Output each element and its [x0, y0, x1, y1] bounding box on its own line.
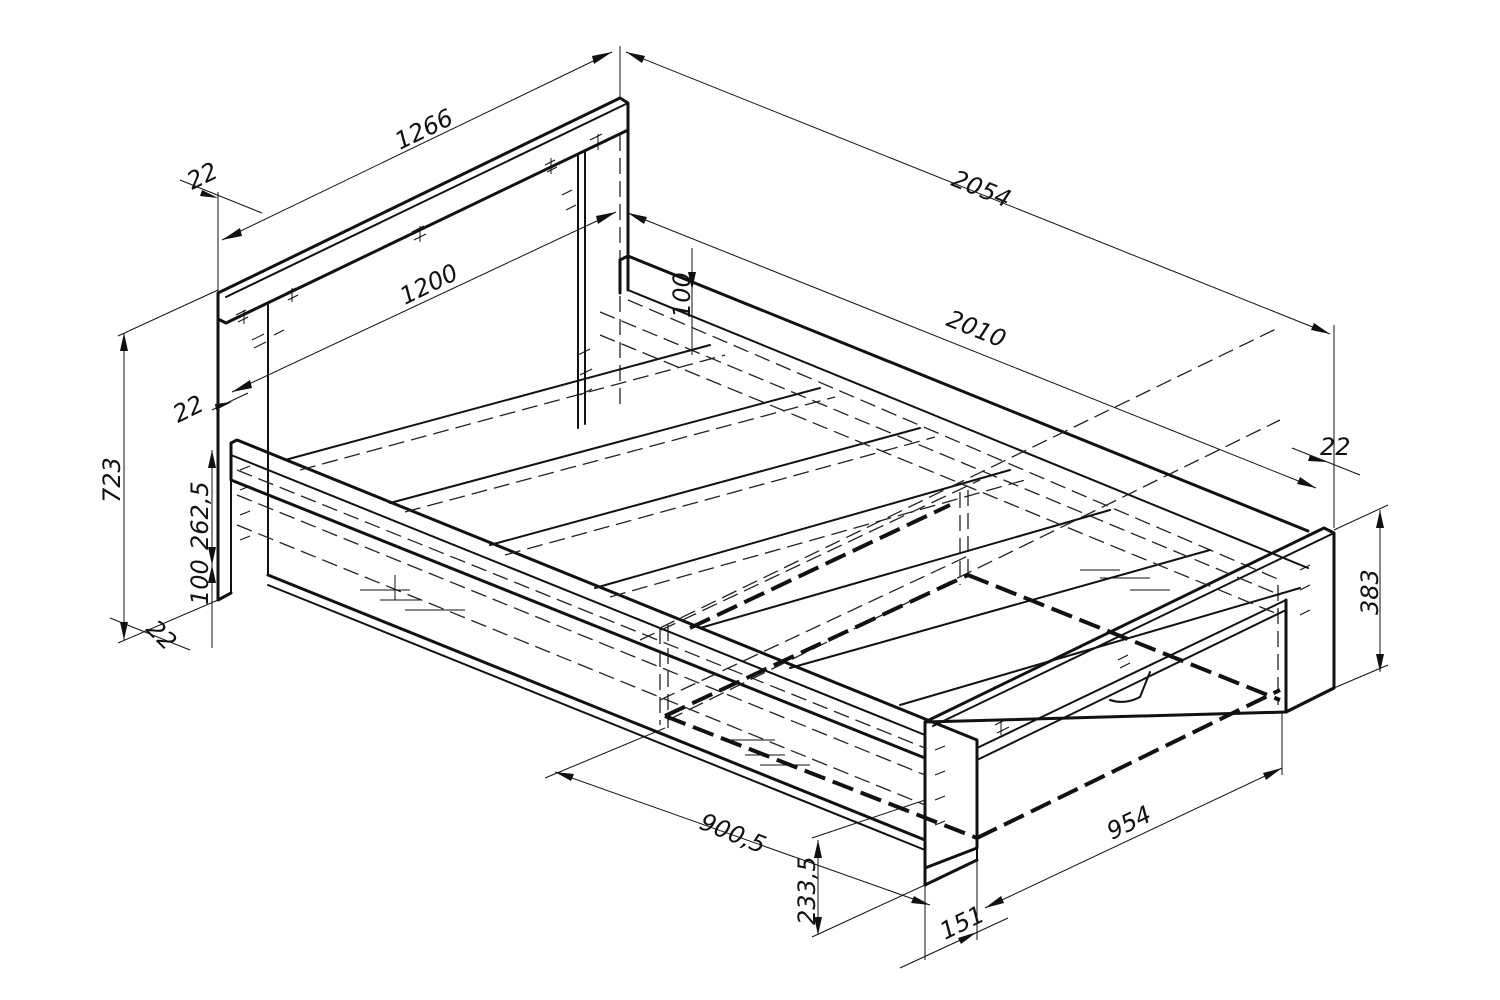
- dim-leg-clearance: 100: [186, 559, 214, 605]
- headboard-fittings: [235, 133, 605, 396]
- dimension-lines: [109, 46, 1389, 969]
- drawer: [664, 503, 1287, 840]
- dim-headboard-panel-height: 100: [668, 272, 696, 318]
- dim-base-thickness: 22: [141, 614, 182, 655]
- far-side-rail: [618, 254, 1310, 581]
- dim-footboard-thickness: 22: [1320, 433, 1351, 461]
- dim-headboard-width: 1266: [390, 103, 457, 155]
- dim-drawer-width: 954: [1102, 800, 1155, 845]
- dim-headboard-thickness: 22: [182, 157, 222, 196]
- dim-side-rail-height: 262,5: [186, 481, 214, 550]
- footboard: [923, 490, 1336, 887]
- bed-slats: [284, 344, 1301, 706]
- dim-drawer-height: 233,5: [793, 856, 821, 925]
- dim-total-height: 723: [98, 457, 126, 503]
- dim-inner-length: 2010: [943, 305, 1010, 354]
- near-side-rail: [229, 438, 979, 870]
- dim-overall-length: 2054: [948, 165, 1015, 214]
- side-rail-fittings: [239, 465, 810, 766]
- footboard-fittings: [934, 564, 1311, 826]
- dim-side-thickness: 22: [168, 390, 208, 429]
- headboard: [216, 96, 630, 602]
- dim-footboard-height: 383: [1356, 569, 1384, 615]
- dim-inner-width: 1200: [395, 258, 462, 310]
- dim-drawer-length: 900,5: [696, 808, 770, 860]
- hidden-frame-lines: [236, 311, 1281, 806]
